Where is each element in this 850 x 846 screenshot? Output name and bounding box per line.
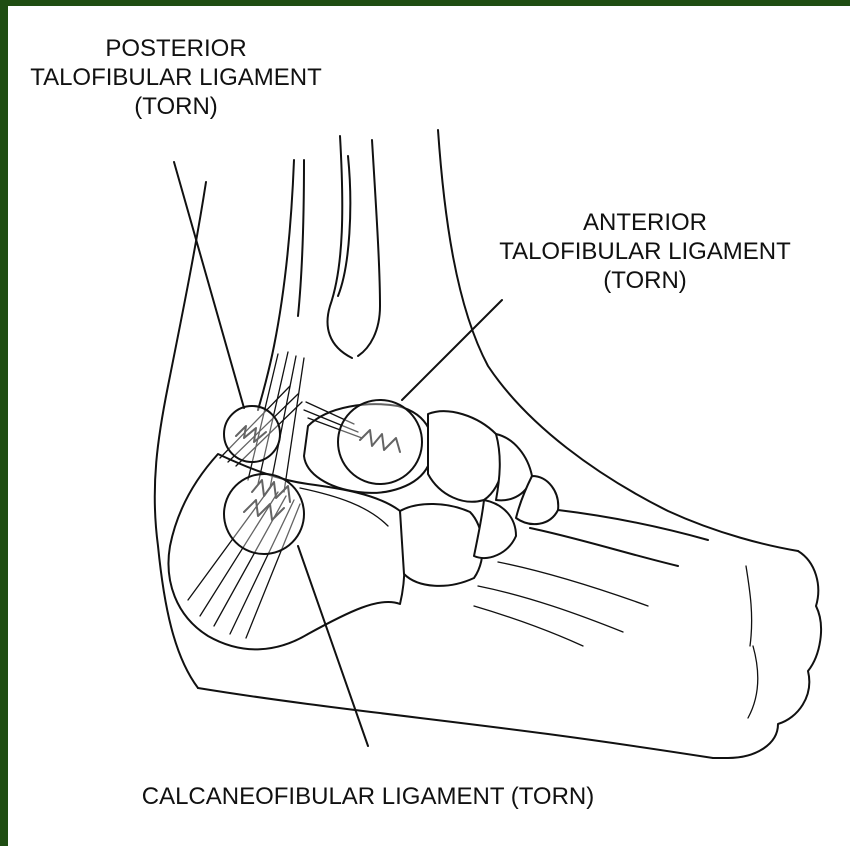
- anterior-ligament-circle: [338, 400, 422, 484]
- navicular: [428, 411, 503, 502]
- posterior-label-line-2: TALOFIBULAR LIGAMENT: [8, 63, 356, 92]
- anterior-label-line-2: TALOFIBULAR LIGAMENT: [480, 237, 810, 266]
- tibia-back: [338, 156, 350, 296]
- anterior-talofibular-label: ANTERIOR TALOFIBULAR LIGAMENT (TORN): [480, 208, 810, 295]
- calcaneofibular-label: CALCANEOFIBULAR LIGAMENT (TORN): [108, 782, 628, 811]
- anterior-leader-line: [402, 300, 502, 400]
- toes-outline: [713, 551, 821, 758]
- tibia-front: [358, 140, 380, 356]
- cuboid: [400, 504, 483, 586]
- metatarsal-4: [478, 586, 623, 632]
- metatarsal-1: [558, 510, 708, 540]
- anterior-label-line-1: ANTERIOR: [480, 208, 810, 237]
- toe-line-2: [748, 646, 758, 718]
- anterior-label-line-3: (TORN): [480, 266, 810, 295]
- posterior-ligament-circle: [224, 406, 280, 462]
- ankle-illustration: [8, 6, 850, 846]
- posterior-label-line-3: (TORN): [8, 92, 356, 121]
- toe-line-1: [746, 566, 752, 646]
- fibula-back: [258, 160, 294, 410]
- metatarsal-5: [474, 606, 583, 646]
- sole-outline: [198, 688, 713, 758]
- calcaneofibular-ligament-circle: [224, 474, 304, 554]
- cuneiform-3: [474, 500, 516, 558]
- metatarsal-2: [530, 528, 678, 566]
- metatarsal-3: [498, 562, 648, 606]
- tibia-inner: [298, 160, 304, 316]
- posterior-talofibular-label: POSTERIOR TALOFIBULAR LIGAMENT (TORN): [8, 34, 356, 121]
- posterior-label-line-1: POSTERIOR: [8, 34, 356, 63]
- posterior-leader-line: [174, 162, 244, 408]
- diagram-canvas: POSTERIOR TALOFIBULAR LIGAMENT (TORN) AN…: [8, 6, 850, 846]
